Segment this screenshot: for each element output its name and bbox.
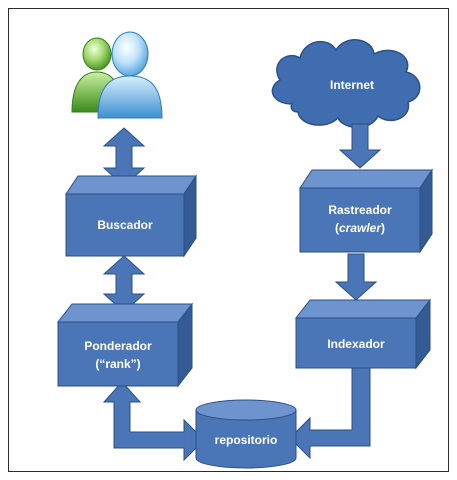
crawler-label: (crawler) [335, 221, 385, 235]
flow-arrows [102, 123, 382, 462]
rank-label: (“rank”) [95, 357, 140, 371]
arrow-repositorio-to-ponderador [102, 381, 205, 462]
diagram-frame [8, 8, 449, 472]
internet-label: Internet [330, 78, 374, 92]
ponderador-box: Ponderador (“rank”) [56, 302, 194, 388]
repositorio-label: repositorio [215, 433, 278, 447]
arrow-internet-to-rastreador [338, 123, 382, 169]
internet-cloud: Internet [271, 39, 421, 129]
indexador-box: Indexador [294, 298, 432, 370]
indexador-label: Indexador [327, 337, 385, 351]
arrow-indexador-to-repositorio [289, 367, 371, 460]
rastreador-box: Rastreador (crawler) [299, 168, 433, 254]
repositorio-cylinder: repositorio [195, 399, 297, 469]
buscador-box: Buscador [65, 174, 197, 258]
users-icon [71, 31, 163, 119]
arrow-rastreador-to-indexador [334, 253, 378, 301]
ponderador-label: Ponderador [84, 339, 152, 353]
buscador-label: Buscador [97, 218, 153, 232]
rastreador-label: Rastreador [328, 203, 392, 217]
